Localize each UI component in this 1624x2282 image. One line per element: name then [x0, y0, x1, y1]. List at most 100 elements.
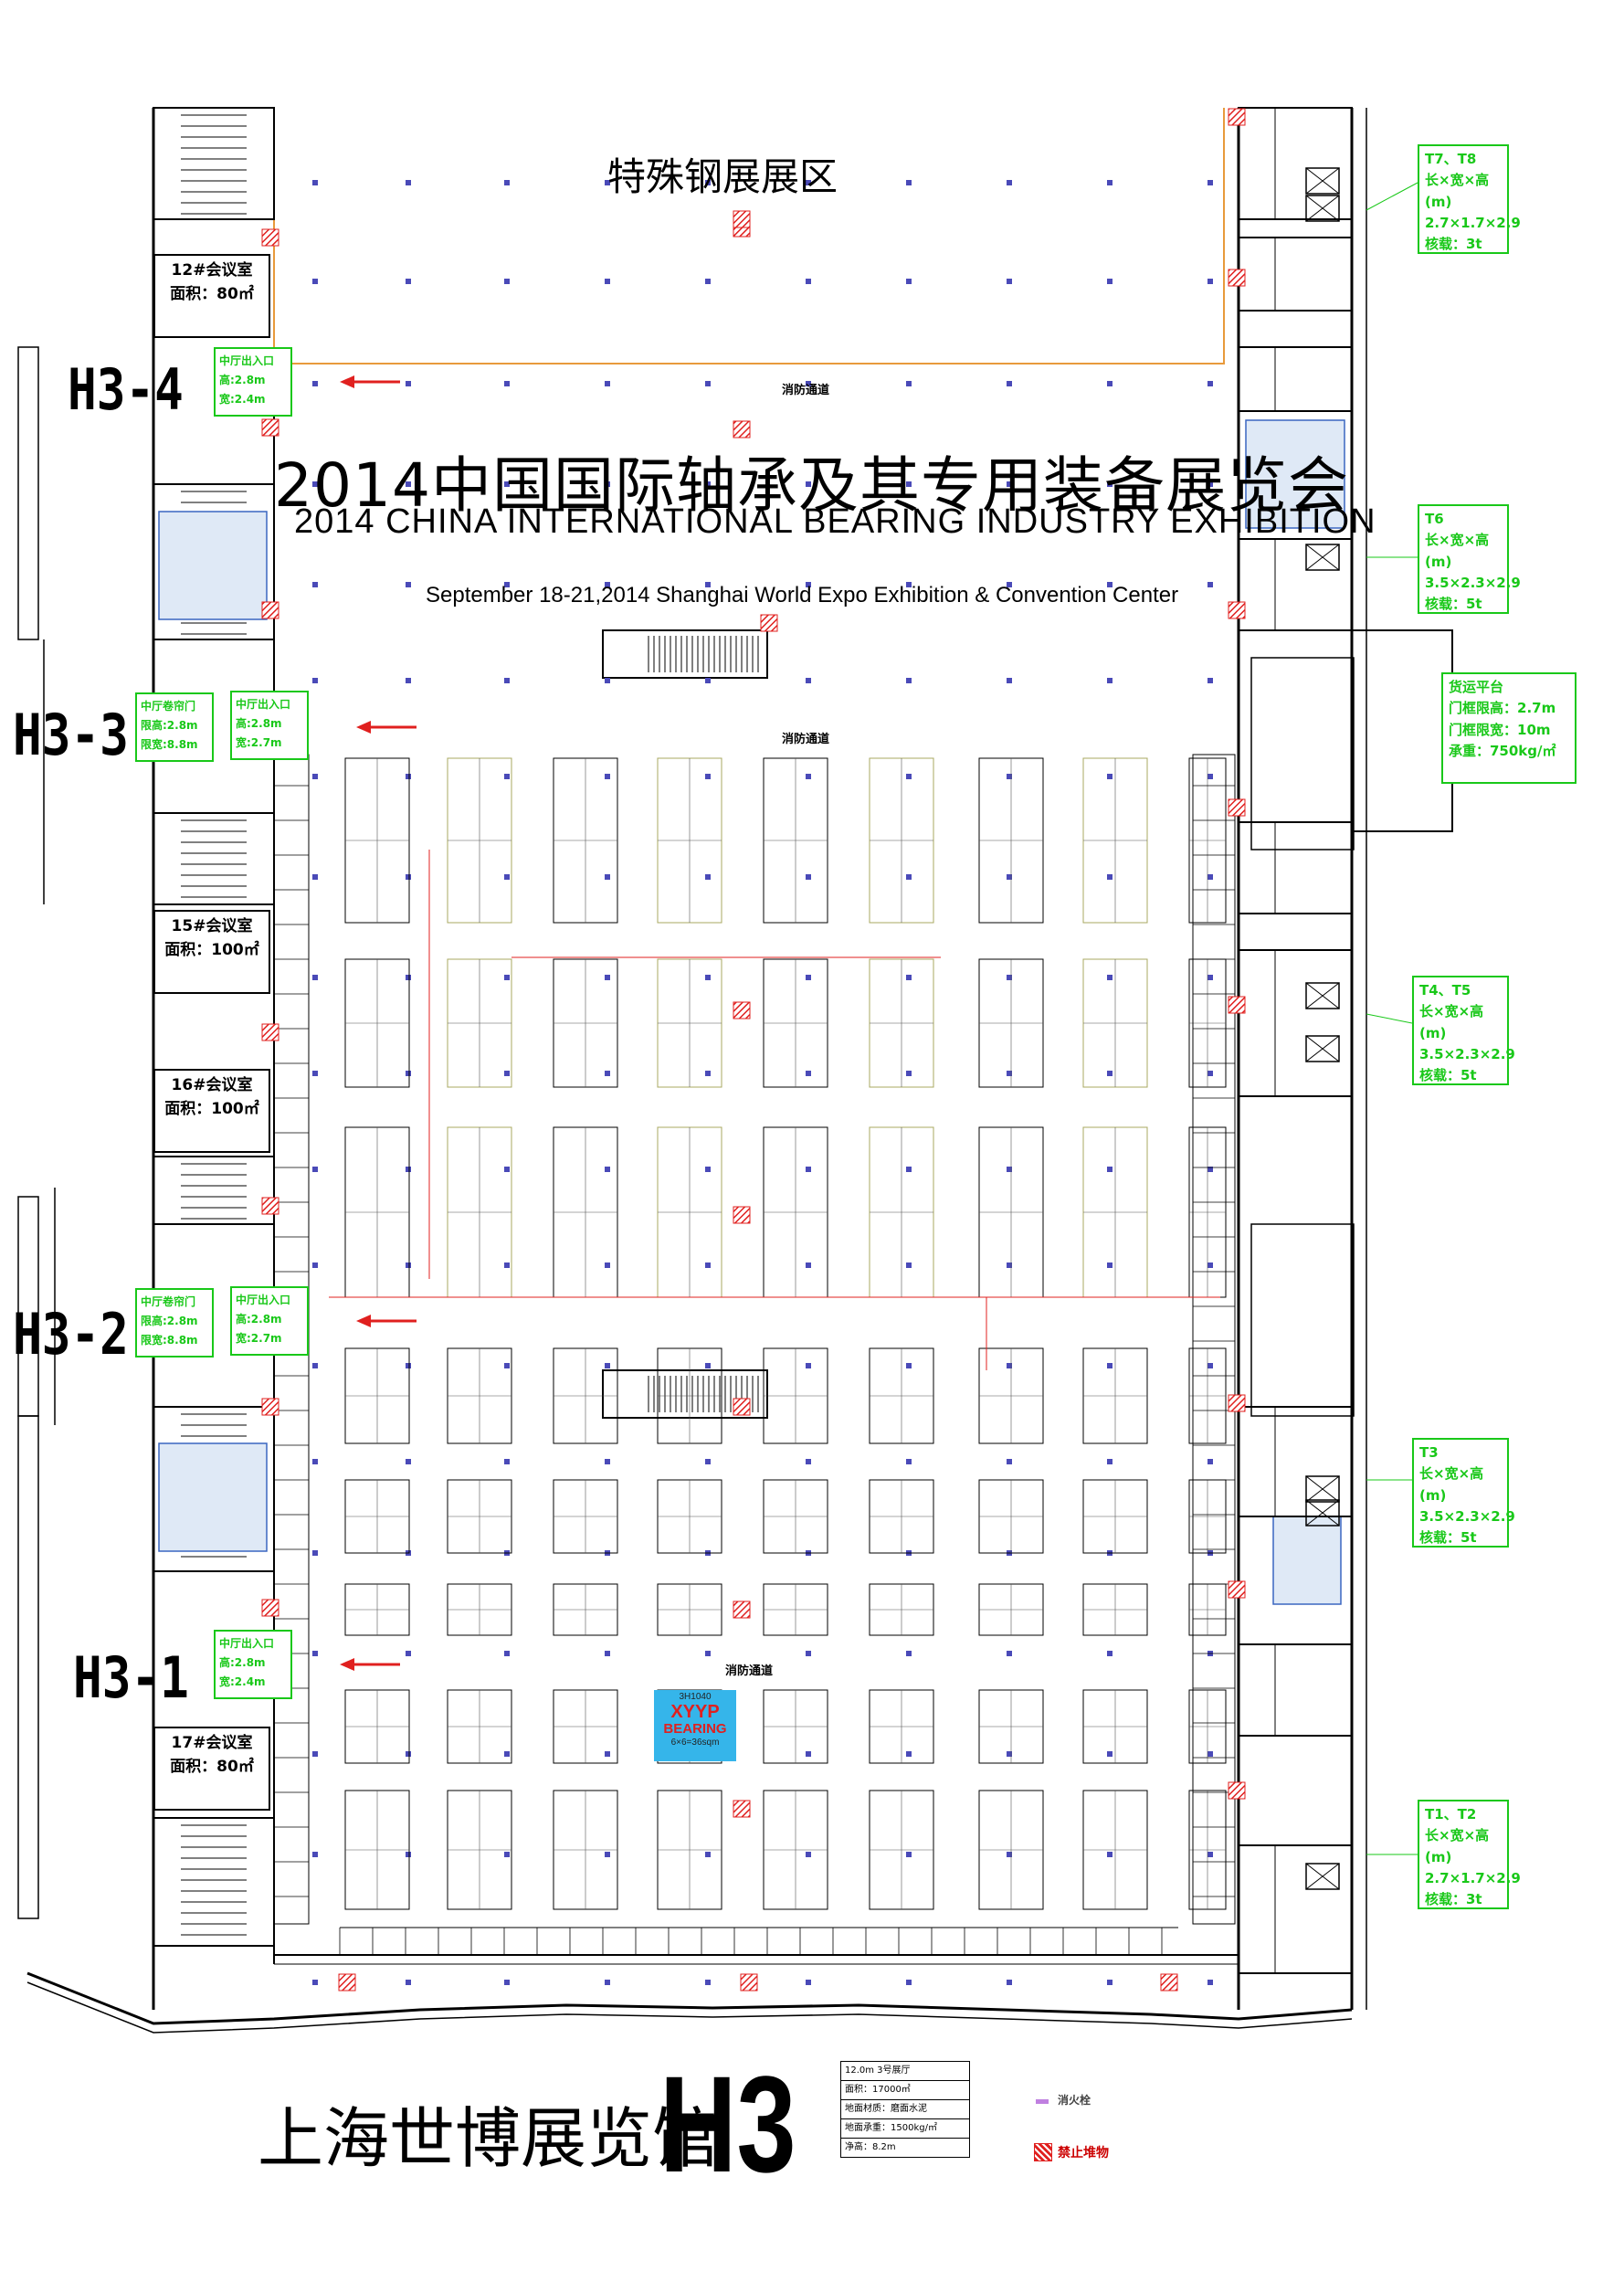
column-marker: [406, 381, 411, 386]
column-marker: [1007, 874, 1012, 880]
column-marker: [312, 1262, 318, 1268]
column-marker: [504, 1459, 510, 1464]
column-marker: [312, 1459, 318, 1464]
no-stack-marker: [261, 418, 279, 437]
column-marker: [1207, 381, 1213, 386]
elevator-car: [1305, 1863, 1340, 1890]
column-marker: [312, 279, 318, 284]
spec-row: 净高：8.2m: [845, 2142, 896, 2152]
column-marker: [312, 1167, 318, 1172]
fire-passage-label: 消防通道: [782, 384, 830, 397]
elevator-name: T4、T5: [1419, 982, 1471, 998]
elevator-dims: 3.5×2.3×2.9: [1425, 574, 1521, 591]
column-marker: [504, 1071, 510, 1076]
elevator-car: [1305, 167, 1340, 195]
fire-passage-label: 消防通道: [725, 1664, 774, 1678]
column-marker: [1007, 1852, 1012, 1857]
elevator-t6: T6 长×宽×高(m) 3.5×2.3×2.9 核载：5t: [1418, 504, 1521, 614]
exhibition-dates-venue: September 18-21,2014 Shanghai World Expo…: [426, 583, 1179, 607]
column-marker: [906, 874, 912, 880]
entrance-height: 高:2.8m: [219, 1656, 266, 1669]
column-marker: [806, 1459, 811, 1464]
column-marker: [806, 1651, 811, 1656]
column-marker: [906, 1071, 912, 1076]
column-marker: [504, 1751, 510, 1757]
spec-row: 地面承重：1500kg/㎡: [841, 2119, 969, 2139]
column-marker: [1207, 774, 1213, 779]
elevator-dims-label: 长×宽×高(m): [1419, 1003, 1484, 1041]
no-stack-marker: [261, 1599, 279, 1617]
column-marker: [906, 678, 912, 683]
east-service-core: [1238, 821, 1353, 914]
no-stack-legend-label: 禁止堆物: [1058, 2146, 1109, 2161]
no-stack-marker: [740, 1973, 758, 1991]
hall-section-h3-2: H3-2: [13, 1301, 129, 1368]
column-marker: [806, 582, 811, 587]
column-marker: [312, 1852, 318, 1857]
column-marker: [312, 481, 318, 487]
column-marker: [406, 279, 411, 284]
elevator-car: [1305, 544, 1340, 571]
column-marker: [1107, 678, 1113, 683]
elevator-name: T3: [1419, 1444, 1439, 1461]
toilet-block: [158, 511, 268, 620]
column-marker: [1107, 1980, 1113, 1985]
column-marker: [605, 1980, 610, 1985]
column-marker: [1207, 678, 1213, 683]
column-marker: [806, 1852, 811, 1857]
column-marker: [705, 1363, 711, 1368]
no-stack-marker: [733, 210, 751, 228]
column-marker: [406, 1852, 411, 1857]
column-marker: [1107, 1651, 1113, 1656]
elevator-t1-t2: T1、T2 长×宽×高(m) 2.7×1.7×2.9 核载：3t: [1418, 1800, 1521, 1909]
elevator-name: T7、T8: [1425, 151, 1477, 167]
column-marker: [605, 975, 610, 980]
entrance-label: 中厅出入口: [219, 1637, 275, 1650]
entrance-arrow-head: [340, 1658, 354, 1671]
no-stack-marker: [261, 1398, 279, 1416]
column-marker: [312, 678, 318, 683]
column-marker: [504, 1852, 510, 1857]
column-marker: [906, 582, 912, 587]
no-stack-marker: [733, 1398, 751, 1416]
elevator-dims-label: 长×宽×高(m): [1425, 532, 1490, 570]
no-stack-marker: [1228, 1781, 1246, 1800]
column-marker: [1107, 1071, 1113, 1076]
elevator-cross: [1305, 1863, 1340, 1890]
spec-row: 面积：17000㎡: [841, 2081, 969, 2100]
column-marker: [906, 1262, 912, 1268]
no-stack-marker: [1228, 108, 1246, 126]
column-marker: [504, 279, 510, 284]
column-marker: [1007, 180, 1012, 185]
column-marker: [806, 381, 811, 386]
column-marker: [705, 582, 711, 587]
no-stack-marker: [261, 601, 279, 619]
hydrant-legend-icon: [1036, 2099, 1049, 2104]
venue-hall-code: H3: [659, 2047, 796, 2201]
column-marker: [1007, 1651, 1012, 1656]
door-width: 限宽:8.8m: [141, 738, 198, 751]
column-marker: [1107, 180, 1113, 185]
west-service-core: [153, 1817, 275, 1947]
entrance-arrow-head: [356, 1315, 371, 1327]
entrance-h3-3: 中厅出入口 高:2.8m 宽:2.7m: [230, 691, 309, 760]
entrance-width: 宽:2.4m: [219, 393, 266, 406]
column-marker: [504, 381, 510, 386]
column-marker: [806, 1262, 811, 1268]
column-marker: [504, 774, 510, 779]
column-marker: [1107, 381, 1113, 386]
exhibition-title-en: 2014 CHINA INTERNATIONAL BEARING INDUSTR…: [294, 502, 1376, 541]
column-marker: [906, 1167, 912, 1172]
column-marker: [806, 1167, 811, 1172]
column-marker: [705, 1071, 711, 1076]
meeting-room-area: 面积：100㎡: [164, 940, 259, 959]
no-stack-marker: [733, 420, 751, 438]
column-marker: [806, 678, 811, 683]
entrance-height: 高:2.8m: [219, 374, 266, 386]
column-marker: [1007, 381, 1012, 386]
west-annex-column: [17, 346, 39, 640]
column-marker: [406, 1262, 411, 1268]
door-height: 限高:2.8m: [141, 719, 198, 732]
meeting-room-area: 面积：80㎡: [170, 284, 254, 303]
column-marker: [1007, 481, 1012, 487]
